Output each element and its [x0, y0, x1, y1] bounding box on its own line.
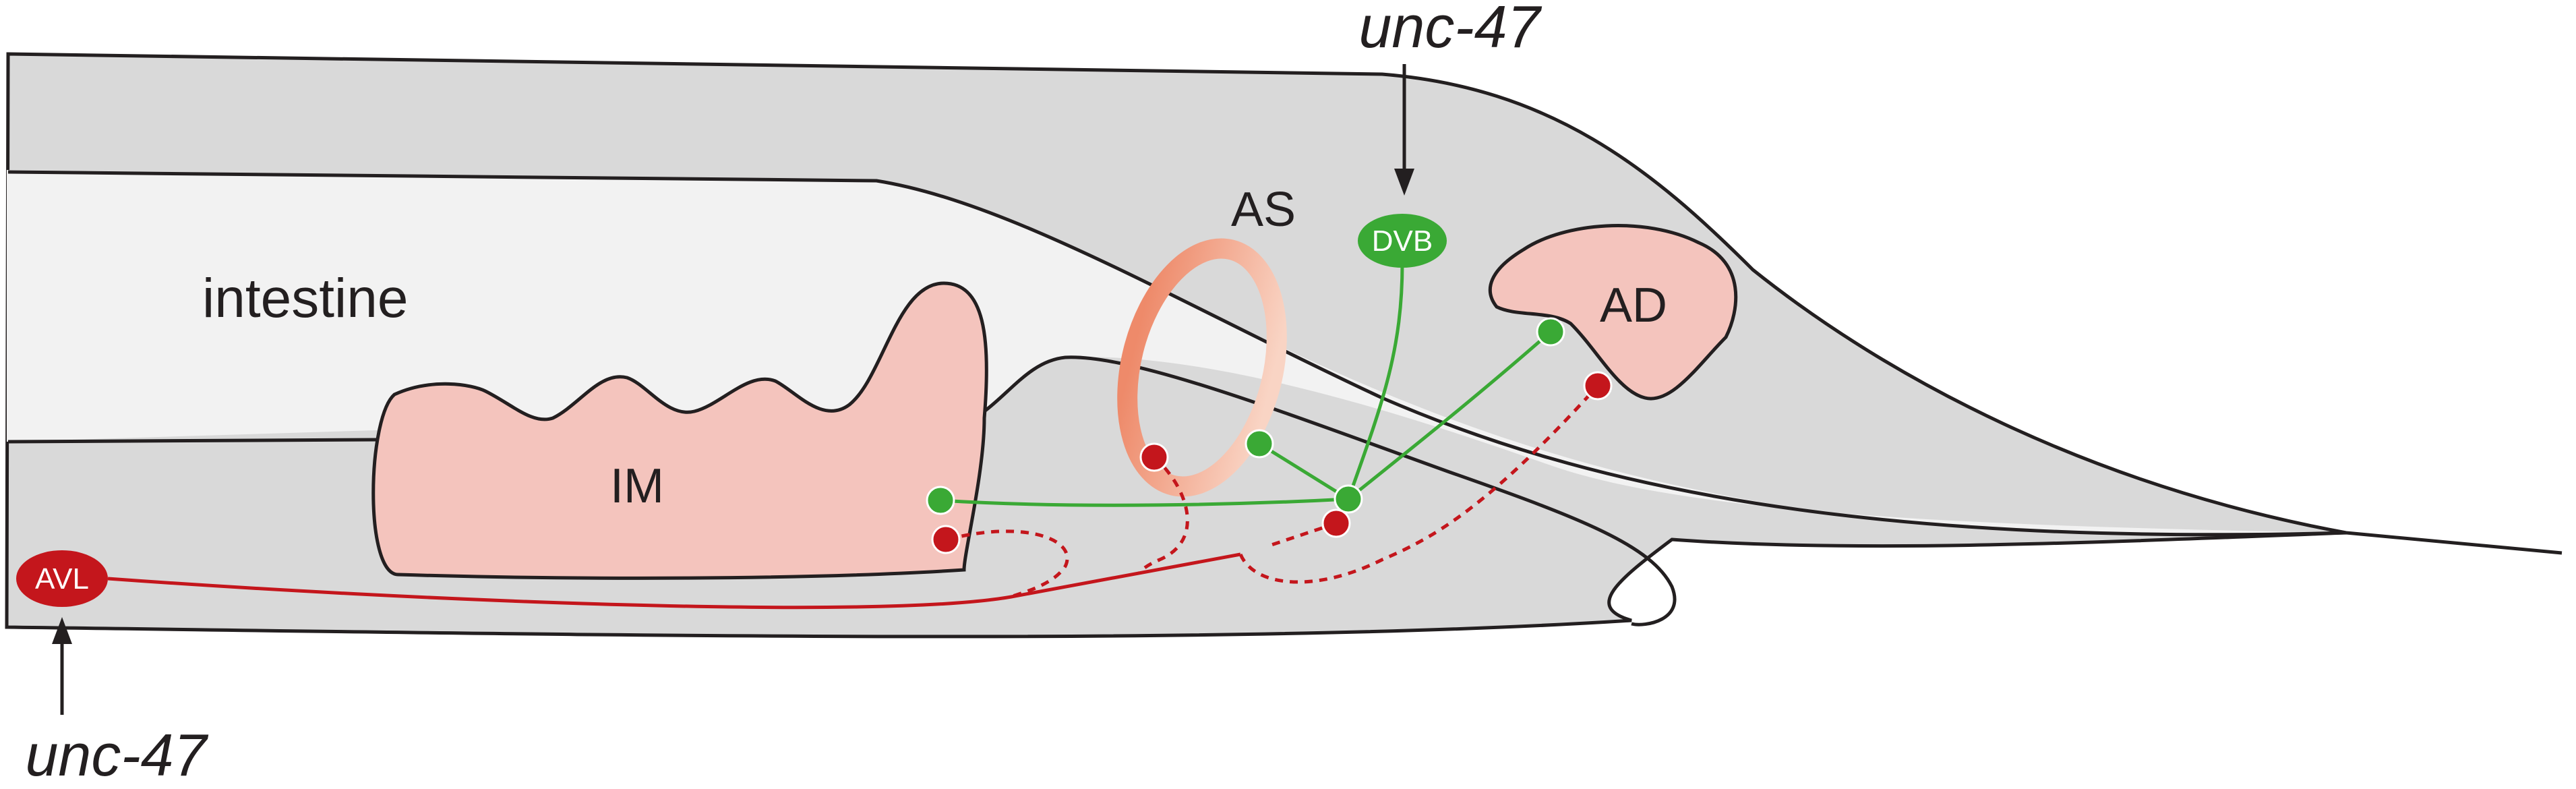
intestine-lower-edge: [7, 355, 1677, 626]
synapse-green-im: [926, 486, 955, 515]
avl-neuron: [16, 550, 108, 607]
avl-to-mid-dashed: [1238, 384, 1599, 584]
gene-label-top: unc-47: [1358, 0, 1542, 60]
avl-axon: [107, 552, 1241, 610]
dvb-neuron: [1358, 214, 1447, 268]
avl-dashed-connections: [947, 384, 1599, 599]
ad-muscle: [1488, 224, 1738, 401]
intestine-label: intestine: [202, 268, 408, 329]
as-label: AS: [1231, 183, 1296, 237]
dvb-axon: [1346, 262, 1404, 500]
dvb-connections: [940, 262, 1552, 507]
synapse-red-im: [931, 525, 961, 554]
gene-label-bottom: unc-47: [25, 722, 208, 788]
ad-label: AD: [1600, 279, 1667, 332]
synapse-green-hub: [1334, 484, 1363, 514]
synapse-green-as: [1245, 429, 1274, 459]
avl-connections: [107, 552, 1241, 610]
intestine-upper-edge: [7, 170, 2347, 537]
avl-to-as-dashed: [1137, 456, 1189, 574]
synapse-red-as: [1139, 442, 1169, 472]
arrow-to-avl-head: [52, 617, 72, 644]
avl-label: AVL: [35, 562, 89, 595]
as-ring: [1117, 238, 1287, 497]
avl-to-im-dashed: [947, 529, 1069, 599]
synapse-red-ad: [1583, 371, 1613, 401]
im-label: IM: [610, 459, 664, 513]
avl-to-center-dashed: [1267, 521, 1337, 548]
im-muscle: [371, 281, 988, 580]
dvb-to-ad: [1347, 330, 1552, 500]
green-synapses: [926, 317, 1565, 515]
dvb-to-as: [1258, 442, 1350, 501]
dvb-to-im: [940, 497, 1349, 507]
synapse-red-hub: [1321, 508, 1351, 538]
dvb-label: DVB: [1372, 225, 1433, 258]
synapse-green-ad: [1536, 317, 1565, 347]
intestine: [7, 170, 2346, 536]
arrow-to-dvb-head: [1394, 169, 1414, 196]
red-synapses: [931, 371, 1613, 554]
